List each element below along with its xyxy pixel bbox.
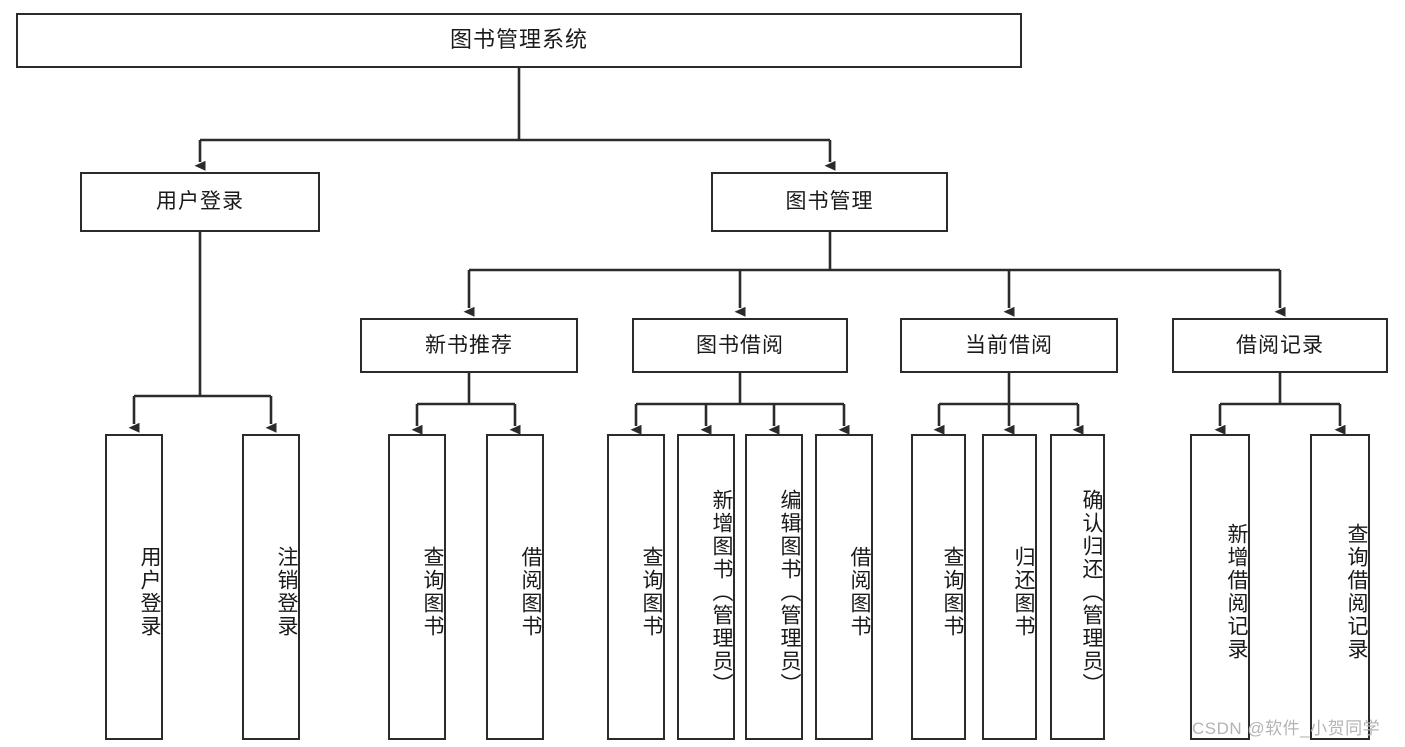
leaf-user-login-label: 用户登录 [138, 546, 161, 638]
node-book-management[interactable]: 图书管理 [711, 172, 948, 232]
node-new-book-recommend[interactable]: 新书推荐 [360, 318, 578, 373]
node-user-login-label: 用户登录 [156, 190, 244, 214]
node-current-borrow[interactable]: 当前借阅 [900, 318, 1118, 373]
node-borrow-records[interactable]: 借阅记录 [1172, 318, 1388, 373]
node-book-management-label: 图书管理 [785, 190, 874, 214]
leaf-user-login[interactable]: 用户登录 [105, 434, 163, 740]
node-book-borrow-label: 图书借阅 [696, 333, 784, 357]
leaf-logout-label: 注销登录 [275, 546, 298, 638]
node-new-book-recommend-label: 新书推荐 [425, 333, 513, 357]
leaf-add-borrow-record-label: 新增借阅记录 [1225, 523, 1248, 661]
leaf-borrow-book-label: 借阅图书 [848, 546, 871, 638]
node-current-borrow-label: 当前借阅 [965, 333, 1053, 357]
watermark: CSDN @软件_小贺同学 [1192, 719, 1381, 738]
leaf-query-book-current[interactable]: 查询图书 [911, 434, 966, 740]
leaf-confirm-return-admin-label: 确认归还（管理员） [1080, 488, 1103, 696]
leaf-return-book[interactable]: 归还图书 [982, 434, 1037, 740]
leaf-query-borrow-record[interactable]: 查询借阅记录 [1310, 434, 1370, 740]
leaf-return-book-label: 归还图书 [1012, 546, 1035, 638]
leaf-borrow-book-newbook[interactable]: 借阅图书 [486, 434, 544, 740]
leaf-borrow-book[interactable]: 借阅图书 [815, 434, 873, 740]
leaf-edit-book-admin[interactable]: 编辑图书（管理员） [745, 434, 803, 740]
node-user-login[interactable]: 用户登录 [80, 172, 320, 232]
leaf-add-borrow-record[interactable]: 新增借阅记录 [1190, 434, 1250, 740]
node-root[interactable]: 图书管理系统 [16, 13, 1022, 68]
node-book-borrow[interactable]: 图书借阅 [632, 318, 848, 373]
node-borrow-records-label: 借阅记录 [1236, 333, 1324, 357]
leaf-confirm-return-admin[interactable]: 确认归还（管理员） [1050, 434, 1105, 740]
leaf-query-book-borrow-label: 查询图书 [640, 546, 663, 638]
leaf-borrow-book-newbook-label: 借阅图书 [519, 546, 542, 638]
leaf-logout[interactable]: 注销登录 [242, 434, 300, 740]
leaf-edit-book-admin-label: 编辑图书（管理员） [778, 488, 801, 696]
leaf-query-borrow-record-label: 查询借阅记录 [1345, 523, 1368, 661]
leaf-query-book-current-label: 查询图书 [941, 546, 964, 638]
leaf-add-book-admin-label: 新增图书（管理员） [710, 488, 733, 696]
leaf-query-book-borrow[interactable]: 查询图书 [607, 434, 665, 740]
node-root-label: 图书管理系统 [449, 27, 588, 53]
leaf-add-book-admin[interactable]: 新增图书（管理员） [677, 434, 735, 740]
leaf-query-book-newbook[interactable]: 查询图书 [388, 434, 446, 740]
leaf-query-book-newbook-label: 查询图书 [421, 546, 444, 638]
